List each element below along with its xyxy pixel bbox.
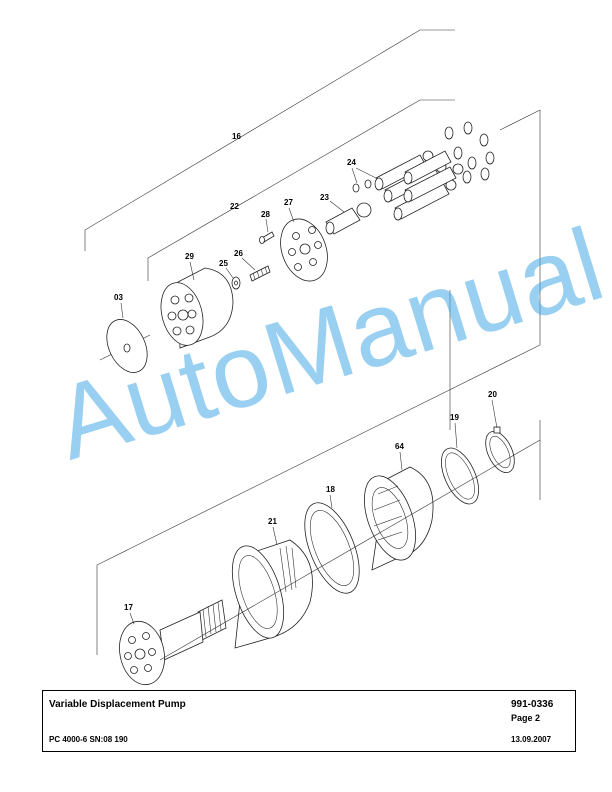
part-64-bearing — [364, 451, 434, 571]
callout-19: 19 — [450, 413, 459, 422]
callout-26: 26 — [234, 249, 243, 258]
callout-21: 21 — [268, 517, 277, 526]
callout-20: 20 — [488, 390, 497, 399]
part-20-circlip — [485, 399, 515, 473]
group-bracket-lower — [96, 109, 541, 655]
callout-03: 03 — [114, 293, 123, 302]
part-24-pistons — [351, 150, 464, 221]
callout-64: 64 — [395, 442, 404, 451]
callout-29: 29 — [185, 252, 194, 261]
part-28-screw — [259, 218, 275, 244]
callout-28: 28 — [261, 210, 270, 219]
part-26-spring — [241, 257, 271, 282]
title-block: Variable Displacement Pump 991-0336 Page… — [42, 690, 576, 752]
part-piston-shoes — [444, 121, 495, 184]
callout-22: 22 — [230, 202, 239, 211]
page-number: Page 2 — [511, 713, 541, 723]
callout-25: 25 — [219, 259, 228, 268]
part-25-washer — [225, 267, 241, 290]
callout-16: 16 — [232, 132, 241, 141]
part-23-ball-guide — [325, 200, 372, 235]
issue-date: 13.09.2007 — [511, 735, 552, 744]
callout-23: 23 — [320, 193, 329, 202]
part-19-ring — [441, 422, 479, 505]
machine-model: PC 4000-6 SN:08 190 — [49, 735, 128, 744]
group-bracket-16 — [84, 29, 455, 430]
document-number: 991-0336 — [511, 699, 554, 710]
drawing-title: Variable Displacement Pump — [49, 699, 186, 710]
part-29-cylinder-block — [160, 261, 234, 349]
assembly-axis-line — [159, 439, 541, 661]
part-27-retainer-plate — [280, 207, 328, 282]
callout-18: 18 — [326, 485, 335, 494]
part-21-bearing — [231, 526, 313, 649]
part-17-drive-shaft — [119, 599, 227, 686]
callout-17: 17 — [124, 603, 133, 612]
callout-24: 24 — [347, 158, 356, 167]
callout-27: 27 — [284, 198, 293, 207]
part-18-ring — [304, 494, 360, 594]
exploded-parts-drawing: 16 22 24 28 27 23 29 26 25 03 20 19 64 1… — [84, 29, 541, 686]
part-03-plate — [99, 302, 151, 373]
group-bracket-22 — [147, 99, 455, 281]
